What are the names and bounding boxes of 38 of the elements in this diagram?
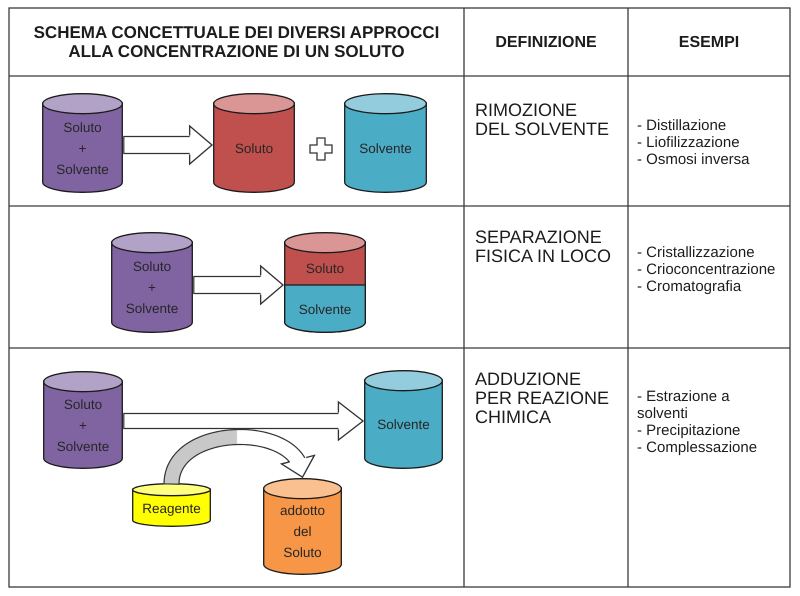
example-item: - Osmosi inversa bbox=[637, 151, 750, 168]
example-item: - Cromatografia bbox=[637, 278, 742, 295]
example-item: - Distillazione bbox=[637, 117, 726, 134]
layer-label: Soluto bbox=[306, 260, 344, 278]
example-item: - Crioconcentrazione bbox=[637, 261, 776, 278]
definition-text: SEPARAZIONE FISICA IN LOCO bbox=[475, 228, 612, 266]
cylinder-label: Soluto + Solvente bbox=[56, 396, 110, 456]
cylinder-container bbox=[42, 93, 123, 193]
example-item: - Complessazione bbox=[637, 439, 758, 456]
example-item: - Precipitazione bbox=[637, 422, 740, 439]
cylinder-label: Soluto + Solvente bbox=[56, 118, 109, 178]
cylinder-label: addotto del Soluto bbox=[280, 502, 326, 562]
column-header: ESEMPI bbox=[678, 32, 740, 52]
cylinder-container bbox=[132, 483, 211, 527]
cylinder-label: Solvente bbox=[359, 140, 412, 158]
cylinder-container bbox=[213, 93, 295, 193]
definition-text: ADDUZIONE PER REAZIONE CHIMICA bbox=[475, 370, 610, 427]
block-arrow bbox=[193, 265, 284, 305]
cylinder-label: Soluto + Solvente bbox=[126, 258, 178, 318]
column-header: DEFINIZIONE bbox=[495, 32, 597, 52]
cylinder-container bbox=[263, 478, 342, 575]
example-item: - Liofilizzazione bbox=[637, 134, 740, 151]
curved-block-arrow bbox=[163, 428, 316, 485]
example-item: - Estrazione a solventi bbox=[637, 388, 731, 422]
cylinder-label: Soluto bbox=[234, 140, 274, 158]
cylinder-container bbox=[111, 232, 193, 333]
cylinder-label: Reagente bbox=[142, 500, 201, 518]
block-arrow bbox=[123, 125, 213, 165]
block-arrow bbox=[123, 401, 364, 441]
cylinder-container bbox=[43, 371, 123, 469]
layered-cylinder bbox=[284, 232, 366, 333]
layer-label: Solvente bbox=[298, 300, 352, 318]
cylinder-label: Solvente bbox=[377, 416, 430, 434]
example-item: - Cristallizzazione bbox=[637, 244, 755, 261]
cylinder-container bbox=[344, 93, 427, 193]
column-header: SCHEMA CONCETTUALE DEI DIVERSI APPROCCI ALLA CONCENTRAZIONE DI UN SOLUTO bbox=[32, 23, 440, 61]
cylinder-container bbox=[364, 370, 443, 469]
definition-text: RIMOZIONE DEL SOLVENTE bbox=[475, 101, 610, 139]
